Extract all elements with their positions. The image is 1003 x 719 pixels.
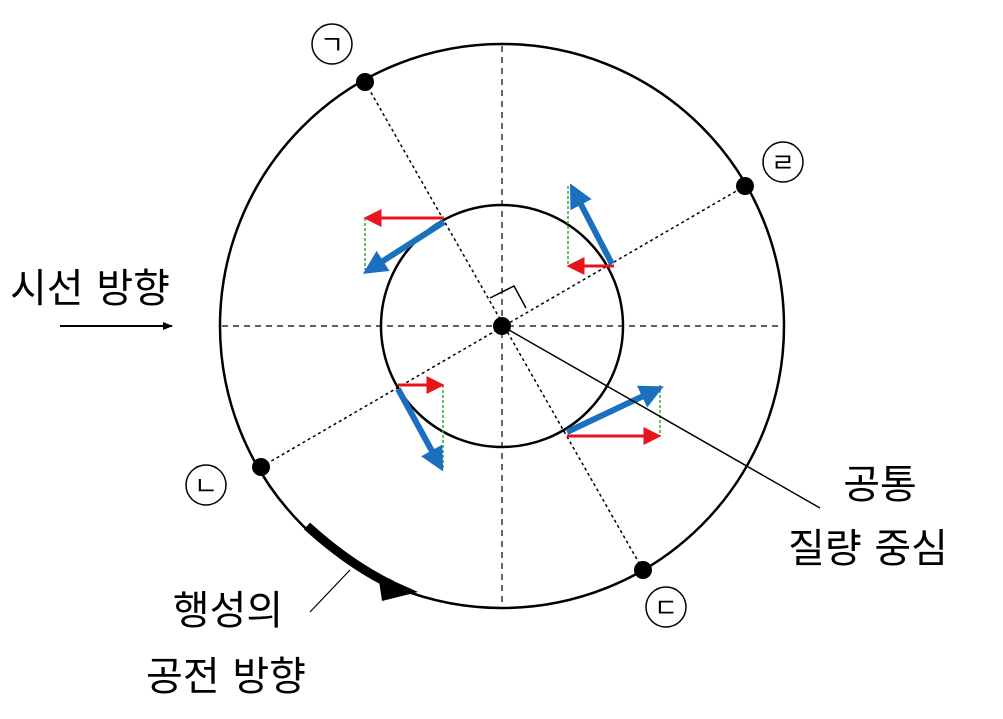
position-label-d: ㄷ — [645, 586, 687, 628]
planet-point-g — [356, 73, 374, 91]
velocity-arrow-upper-left — [362, 219, 446, 274]
orbit-direction-label-line1: 행성의 — [173, 588, 283, 634]
orbit-direction-leader — [309, 569, 351, 613]
position-label-g: ㄱ — [311, 23, 353, 65]
planet-point-d — [634, 561, 652, 579]
right-angle-mark — [489, 285, 527, 309]
radial-velocity-arrows — [363, 209, 662, 445]
barycenter-label-line2: 질량 중심 — [788, 526, 948, 572]
planet-orbit — [218, 42, 786, 610]
line-of-sight-label: 시선 방향 — [10, 266, 170, 312]
svg-text:ㄱ: ㄱ — [320, 31, 344, 61]
orbit-direction-label-line2: 공전 방향 — [146, 654, 306, 700]
diagonal-g-d — [364, 81, 644, 571]
svg-text:ㄴ: ㄴ — [194, 472, 218, 502]
barycenter-leader — [501, 325, 821, 509]
svg-text:ㄹ: ㄹ — [771, 149, 795, 179]
velocity-arrow-lower-right — [565, 385, 664, 435]
component-guides — [364, 186, 661, 468]
svg-text:ㄷ: ㄷ — [654, 594, 678, 624]
position-label-n: ㄴ — [185, 464, 227, 506]
planet-point-r — [736, 177, 754, 195]
planet-point-n — [252, 458, 270, 476]
orbit-direction-arrowhead — [378, 574, 418, 601]
velocity-arrows — [362, 183, 664, 472]
velocity-arrow-lower-left — [395, 387, 444, 472]
velocity-arrow-upper-right — [570, 183, 615, 266]
barycenter-label-line1: 공통 — [843, 462, 917, 508]
position-label-r: ㄹ — [762, 141, 804, 183]
